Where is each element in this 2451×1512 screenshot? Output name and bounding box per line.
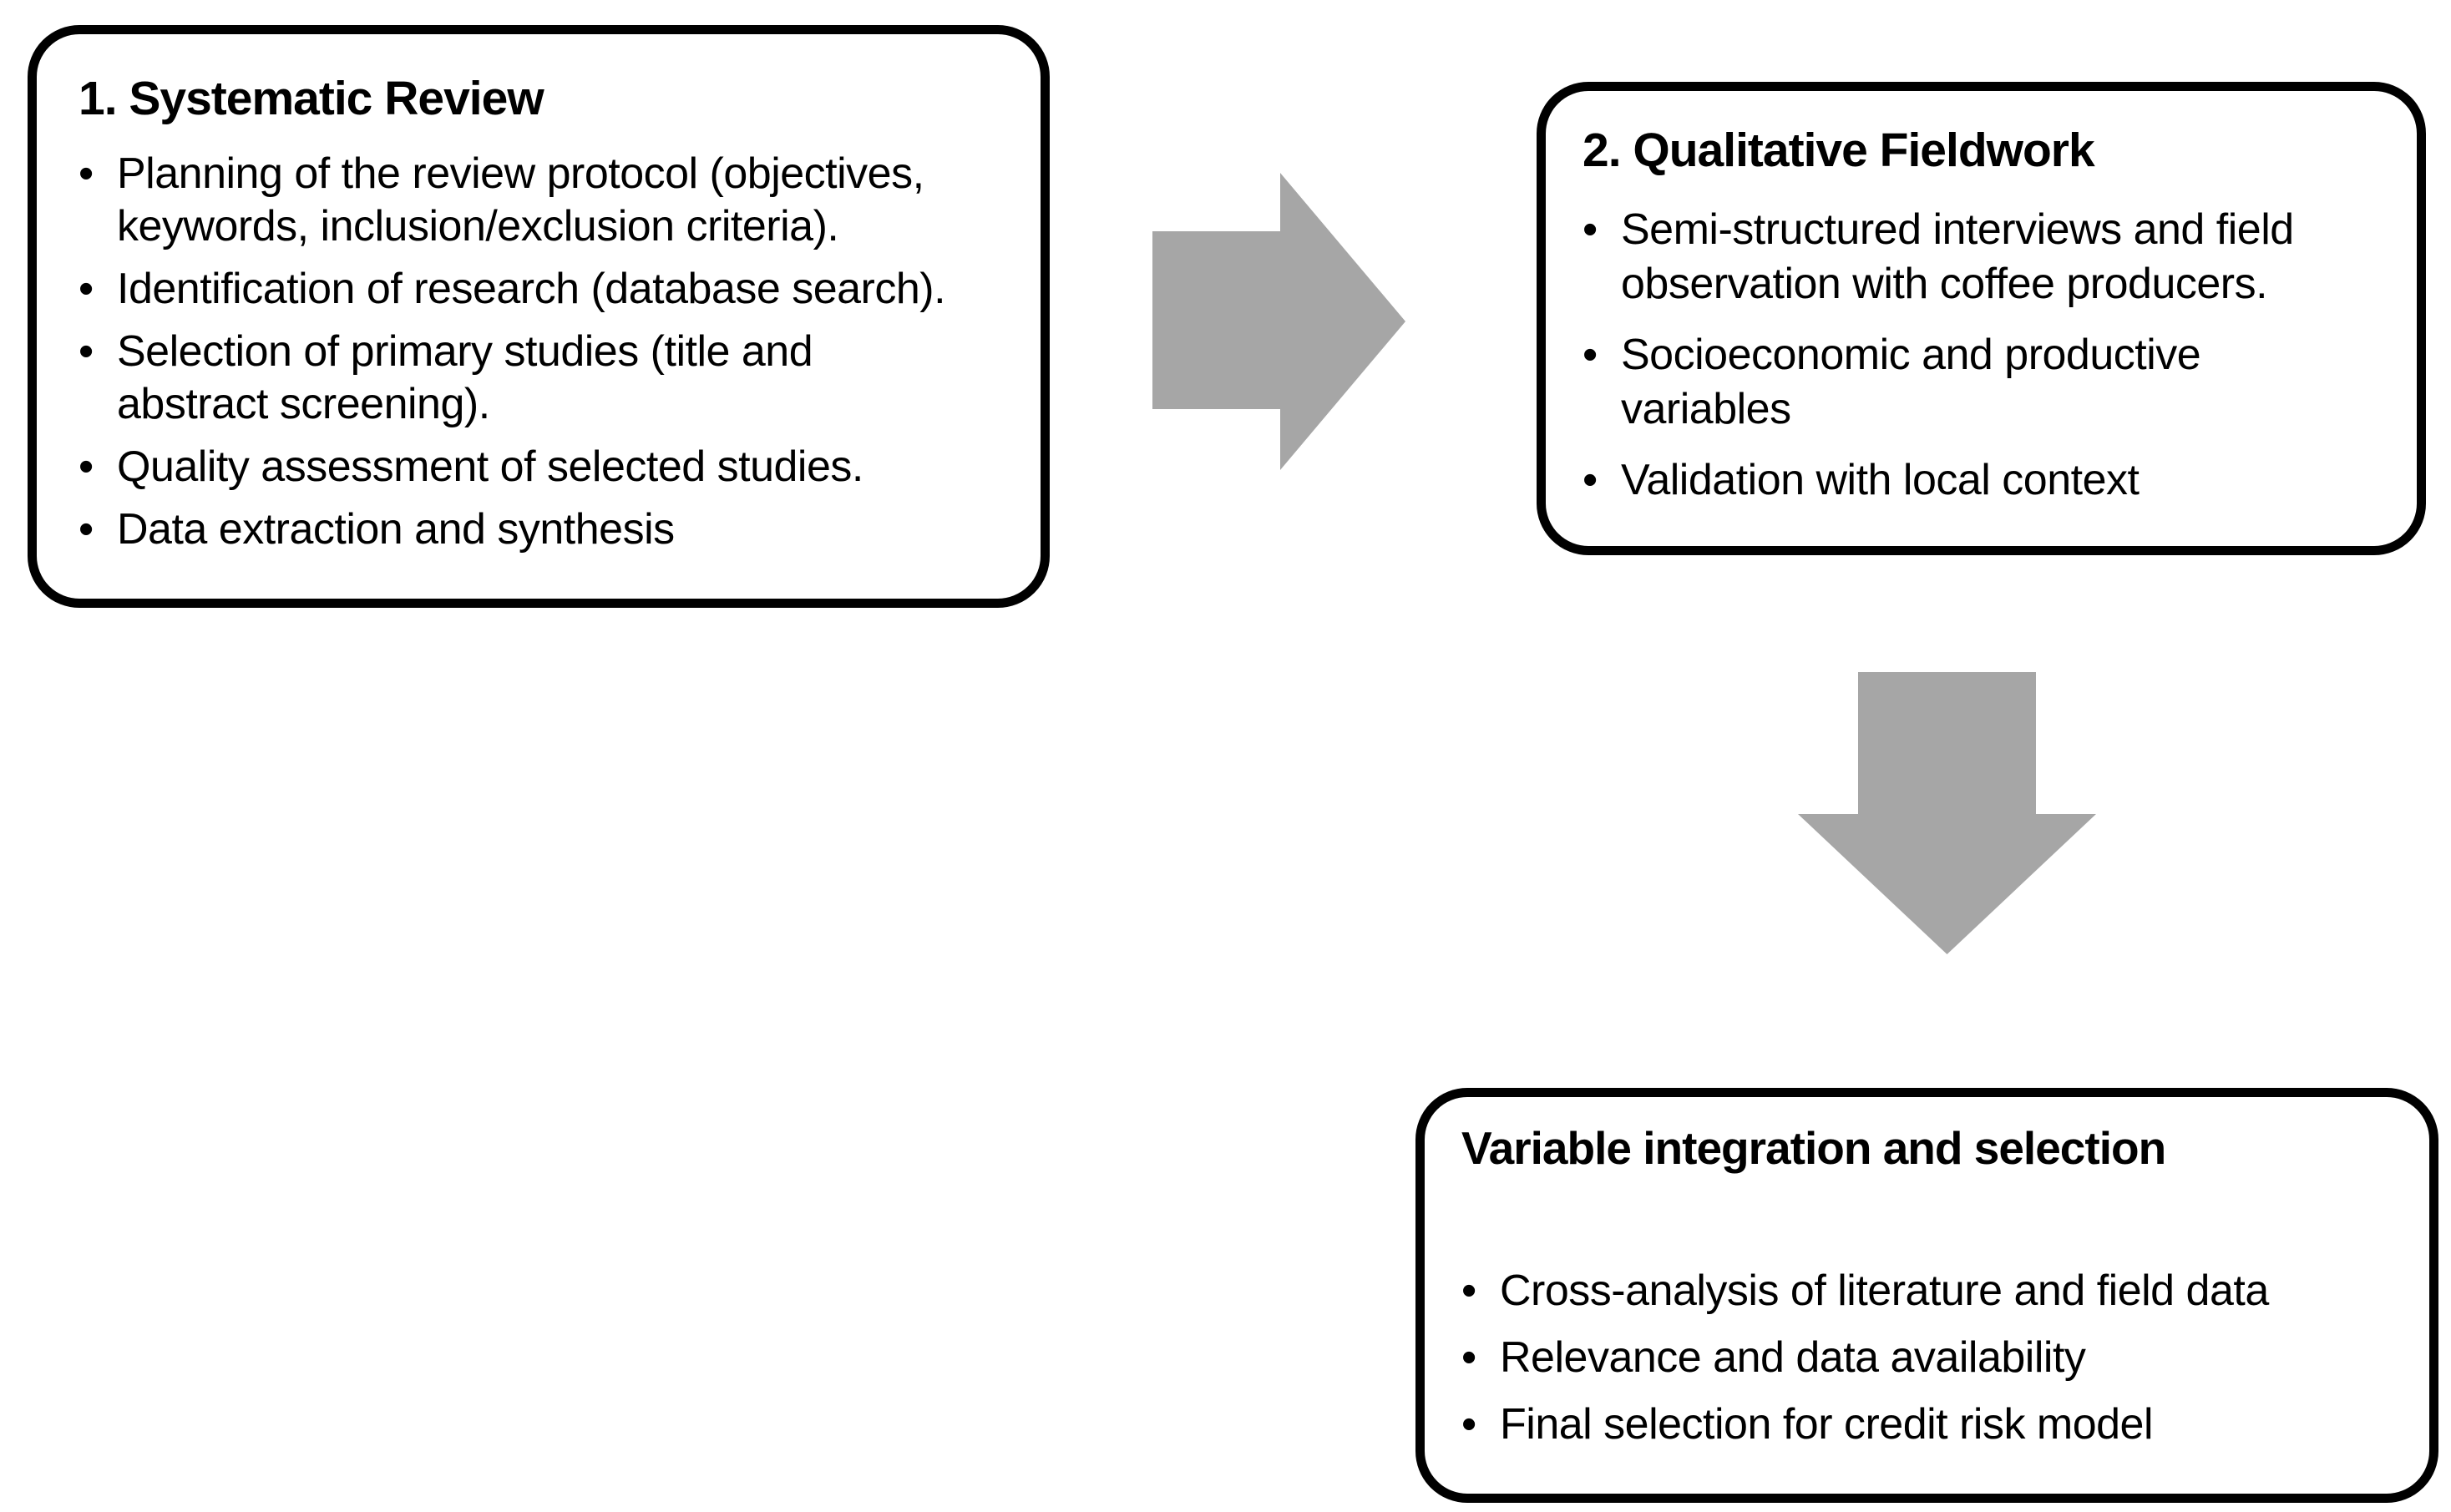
bullet-text: Relevance and data availability: [1500, 1333, 2086, 1382]
bullet-text: Cross-analysis of literature and field d…: [1500, 1267, 2269, 1315]
bullet-item: • Quality assessment of selected studies…: [78, 441, 1012, 493]
bullet-text: Quality assessment of selected studies.: [117, 442, 863, 491]
bullet-item: • Relevance and data availability: [1461, 1331, 2406, 1384]
arrow-down-icon: [1798, 672, 2096, 954]
bullet-text: Final selection for credit risk model: [1500, 1400, 2154, 1449]
bullet-dot-icon: •: [1461, 1400, 1477, 1449]
arrow-right-icon: [1152, 173, 1405, 470]
bullet-text: Data extraction and synthesis: [117, 505, 675, 554]
box-systematic-review: 1. Systematic Review • Planning of the r…: [28, 25, 1050, 608]
bullet-dot-icon: •: [1461, 1267, 1477, 1315]
bullet-dot-icon: •: [1583, 456, 1598, 504]
bullet-item: • Identification of research (database s…: [78, 263, 1012, 316]
box-title-systematic-review: 1. Systematic Review: [78, 72, 544, 125]
bullet-text: Validation with local context: [1621, 456, 2140, 504]
bullet-list-systematic-review: • Planning of the review protocol (objec…: [78, 148, 1012, 556]
bullet-text: Identification of research (database sea…: [117, 265, 946, 313]
bullet-text: Selection of primary studies (title and …: [117, 327, 813, 428]
bullet-list-variable-integration: • Cross-analysis of literature and field…: [1461, 1264, 2406, 1451]
box-title-qualitative-fieldwork: 2. Qualitative Fieldwork: [1583, 124, 2095, 177]
bullet-dot-icon: •: [78, 442, 94, 491]
box-variable-integration: Variable integration and selection • Cro…: [1415, 1088, 2438, 1503]
bullet-item: • Planning of the review protocol (objec…: [78, 148, 1012, 253]
bullet-item: • Semi-structured interviews and field o…: [1583, 203, 2393, 311]
bullet-item: • Cross-analysis of literature and field…: [1461, 1264, 2406, 1317]
box-title-variable-integration: Variable integration and selection: [1461, 1122, 2166, 1174]
bullet-dot-icon: •: [1583, 331, 1598, 379]
bullet-dot-icon: •: [78, 505, 94, 554]
bullet-item: • Socioeconomic and productive variables: [1583, 328, 2393, 437]
arrow-right-shape: [1152, 173, 1405, 470]
bullet-item: • Data extraction and synthesis: [78, 503, 1012, 556]
bullet-text: Semi-structured interviews and field obs…: [1621, 205, 2294, 308]
bullet-dot-icon: •: [78, 265, 94, 313]
bullet-dot-icon: •: [1461, 1333, 1477, 1382]
bullet-item: • Final selection for credit risk model: [1461, 1398, 2406, 1451]
bullet-item: • Selection of primary studies (title an…: [78, 326, 1012, 431]
bullet-item: • Validation with local context: [1583, 453, 2393, 508]
bullet-list-qualitative-fieldwork: • Semi-structured interviews and field o…: [1583, 203, 2393, 508]
bullet-text: Socioeconomic and productive variables: [1621, 331, 2201, 433]
bullet-text: Planning of the review protocol (objecti…: [117, 149, 924, 250]
bullet-dot-icon: •: [78, 149, 94, 198]
bullet-dot-icon: •: [78, 327, 94, 376]
arrow-down-shape: [1798, 672, 2096, 954]
bullet-dot-icon: •: [1583, 205, 1598, 254]
box-qualitative-fieldwork: 2. Qualitative Fieldwork • Semi-structur…: [1537, 82, 2426, 555]
